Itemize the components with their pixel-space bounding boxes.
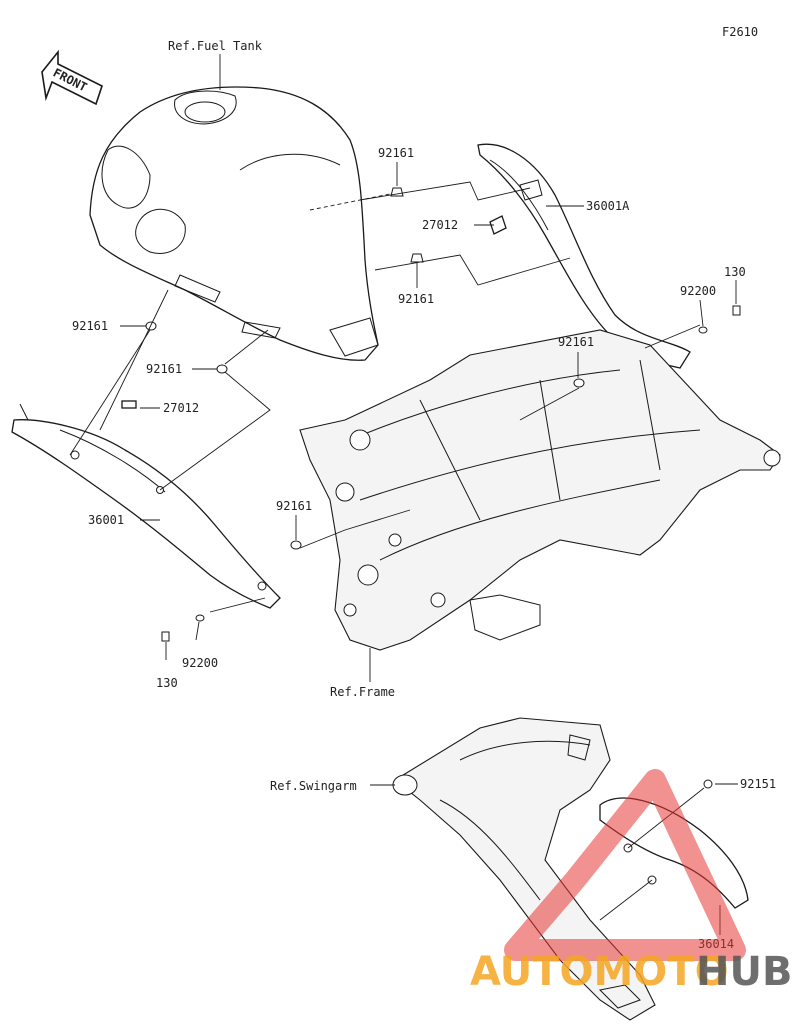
grommet-92161-f: [290, 540, 302, 550]
pad-27012-b: [121, 400, 137, 409]
fasteners: [121, 187, 741, 789]
grommet-92161-e: [573, 378, 585, 388]
watermark-logo: [504, 769, 746, 961]
ref-fuel-tank: Ref.Fuel Tank: [168, 39, 263, 53]
washer-92200-b: [195, 614, 205, 622]
callout-27012: 27012: [163, 401, 199, 415]
watermark-text-1: AUTOMOTO: [470, 949, 729, 995]
side-cover-36001A: [477, 143, 691, 369]
figure-code: F2610: [722, 25, 758, 39]
callout-130: 130: [724, 265, 746, 279]
pad-27012-a: [489, 215, 507, 235]
side-cover-36001: [11, 403, 281, 609]
callout-92200: 92200: [182, 656, 218, 670]
watermark-triangle-icon: [504, 769, 746, 961]
callout-92161: 92161: [398, 292, 434, 306]
callout-92200: 92200: [680, 284, 716, 298]
callout-92161: 92161: [558, 335, 594, 349]
bolt-130-a: [732, 305, 741, 316]
washer-92200-a: [698, 326, 708, 334]
callout-92161: 92161: [276, 499, 312, 513]
bolt-130-b: [161, 631, 170, 642]
frame: [299, 329, 781, 651]
grommet-92161-d: [216, 364, 228, 374]
fuel-tank: [89, 86, 379, 361]
front-arrow-icon: FRONT: [41, 49, 103, 106]
callout-130: 130: [156, 676, 178, 690]
ref-swingarm: Ref.Swingarm: [270, 779, 357, 793]
callout-27012: 27012: [422, 218, 458, 232]
callout-92161: 92161: [378, 146, 414, 160]
leader-lines: [69, 162, 738, 935]
callout-36001A: 36001A: [586, 199, 630, 213]
callout-92161: 92161: [72, 319, 108, 333]
ref-frame: Ref.Frame: [330, 685, 395, 699]
callout-36001: 36001: [88, 513, 124, 527]
callout-92151: 92151: [740, 777, 776, 791]
grommet-92161-b: [410, 253, 424, 263]
bolt-92151: [703, 779, 713, 789]
watermark-text-2: HUB: [696, 949, 792, 995]
callout-92161: 92161: [146, 362, 182, 376]
